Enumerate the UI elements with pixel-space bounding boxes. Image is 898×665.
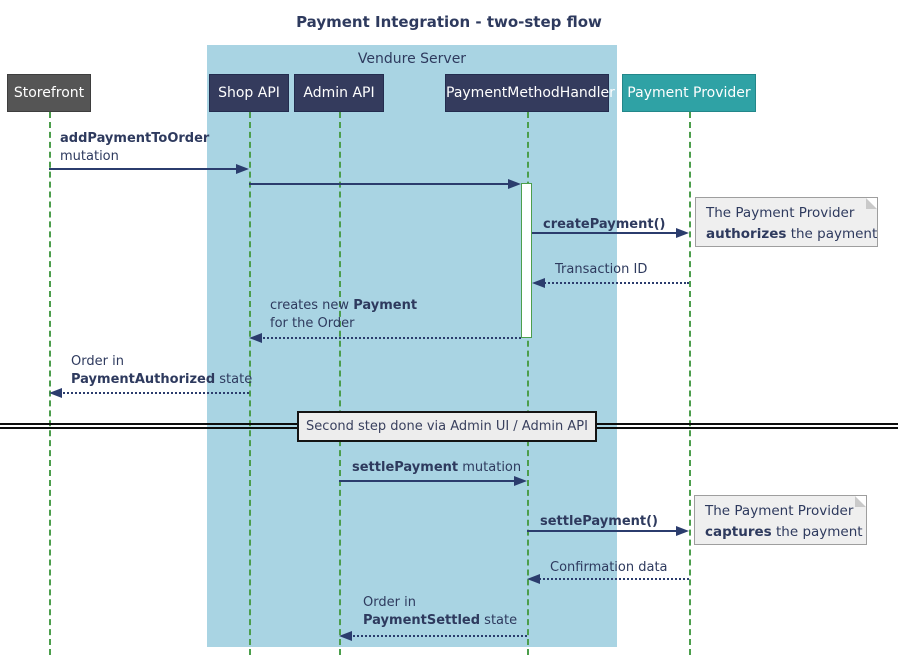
arrow-forward-to-handler: [249, 178, 521, 190]
vendure-server-frame-label: Vendure Server: [357, 51, 467, 67]
arrowhead-left-icon: [532, 278, 545, 288]
arrow-shaft: [348, 635, 527, 637]
lifeline-payment-provider: [689, 112, 691, 655]
arrowhead-left-icon: [249, 333, 262, 343]
message-label-pre: creates new: [270, 298, 354, 313]
note-line1: The Payment Provider: [705, 503, 854, 519]
arrow-create-payment: [532, 227, 689, 239]
participant-admin-api: Admin API: [294, 74, 384, 112]
message-label-confirmation: Confirmation data: [550, 560, 668, 575]
arrow-settle-mutation: [339, 475, 527, 487]
arrow-shaft: [258, 337, 521, 339]
arrow-settle-call: [527, 525, 689, 537]
message-label-line2: PaymentAuthorized state: [71, 371, 252, 389]
diagram-title: Payment Integration - two-step flow: [296, 13, 602, 31]
message-label-add-payment: addPaymentToOrder mutation: [60, 130, 209, 166]
message-label-post: state: [480, 613, 518, 628]
participant-payment-method-handler: PaymentMethodHandler: [445, 74, 615, 112]
message-label-bold: createPayment(): [543, 217, 666, 232]
participant-shop-api: Shop API: [209, 74, 289, 112]
note-bold: captures: [705, 524, 772, 540]
arrowhead-left-icon: [527, 574, 540, 584]
arrowhead-right-icon: [508, 179, 521, 189]
message-label-bold: settlePayment(): [540, 514, 658, 529]
message-label-line2: PaymentSettled state: [363, 612, 517, 630]
divider-label: Second step done via Admin UI / Admin AP…: [297, 411, 597, 442]
arrow-order-authorized: [49, 387, 249, 399]
message-label-post: state: [215, 372, 253, 387]
lifeline-payment-method-handler: [527, 112, 529, 655]
arrowhead-right-icon: [676, 526, 689, 536]
arrow-shaft: [339, 480, 518, 482]
message-label-order-authorized: Order in PaymentAuthorized state: [71, 353, 252, 389]
note-authorizes: The Payment Provider authorizes the paym…: [695, 197, 878, 247]
arrow-shaft: [532, 232, 680, 234]
vendure-server-frame: [207, 45, 617, 647]
lifeline-storefront: [49, 112, 51, 655]
participant-storefront: Storefront: [7, 74, 91, 112]
arrow-shaft: [527, 530, 680, 532]
message-label-creates-payment: creates new Payment for the Order: [270, 297, 417, 333]
message-label-order-settled: Order in PaymentSettled state: [363, 594, 517, 630]
lifeline-admin-api: [339, 112, 341, 655]
message-label-line1: Order in: [363, 595, 416, 610]
note-post: the payment: [771, 524, 863, 540]
participant-payment-provider: Payment Provider: [622, 74, 756, 112]
arrowhead-left-icon: [339, 631, 352, 641]
message-label-bold: PaymentSettled: [363, 613, 481, 628]
message-label-post: mutation: [458, 460, 522, 475]
message-label-settle-mutation: settlePayment mutation: [352, 459, 521, 477]
message-label-bold: PaymentAuthorized: [71, 372, 216, 387]
note-bold: authorizes: [706, 226, 787, 242]
arrow-shaft: [249, 183, 512, 185]
arrow-shaft: [58, 392, 249, 394]
arrow-transaction-id: [532, 277, 689, 289]
arrow-shaft: [49, 168, 240, 170]
note-fold-icon: [866, 198, 877, 209]
message-label-create-payment: createPayment(): [543, 216, 665, 234]
arrow-add-payment: [49, 163, 249, 175]
message-label-transaction-id: Transaction ID: [555, 262, 648, 277]
note-line2: authorizes the payment: [706, 224, 877, 245]
arrowhead-left-icon: [49, 388, 62, 398]
message-label-line2: mutation: [60, 149, 119, 164]
note-line2: captures the payment: [705, 522, 863, 543]
arrowhead-right-icon: [676, 228, 689, 238]
arrowhead-right-icon: [514, 476, 527, 486]
arrow-order-settled: [339, 630, 527, 642]
note-post: the payment: [786, 226, 878, 242]
message-label-bold: addPaymentToOrder: [60, 131, 210, 146]
note-fold-icon: [855, 496, 866, 507]
note-line1: The Payment Provider: [706, 205, 855, 221]
note-captures: The Payment Provider captures the paymen…: [694, 495, 867, 545]
message-label-bold: Payment: [353, 298, 418, 313]
activation-bar-payment-method-handler: [521, 183, 532, 338]
arrow-creates-payment: [249, 332, 521, 344]
message-label-line2: for the Order: [270, 316, 355, 331]
message-label-bold: settlePayment: [352, 460, 459, 475]
arrow-shaft: [541, 282, 689, 284]
message-label-settle-call: settlePayment(): [540, 513, 658, 531]
arrow-shaft: [536, 578, 689, 580]
arrow-confirmation: [527, 573, 689, 585]
arrowhead-right-icon: [236, 164, 249, 174]
lifeline-shop-api: [249, 112, 251, 655]
message-label-line1: Order in: [71, 354, 124, 369]
